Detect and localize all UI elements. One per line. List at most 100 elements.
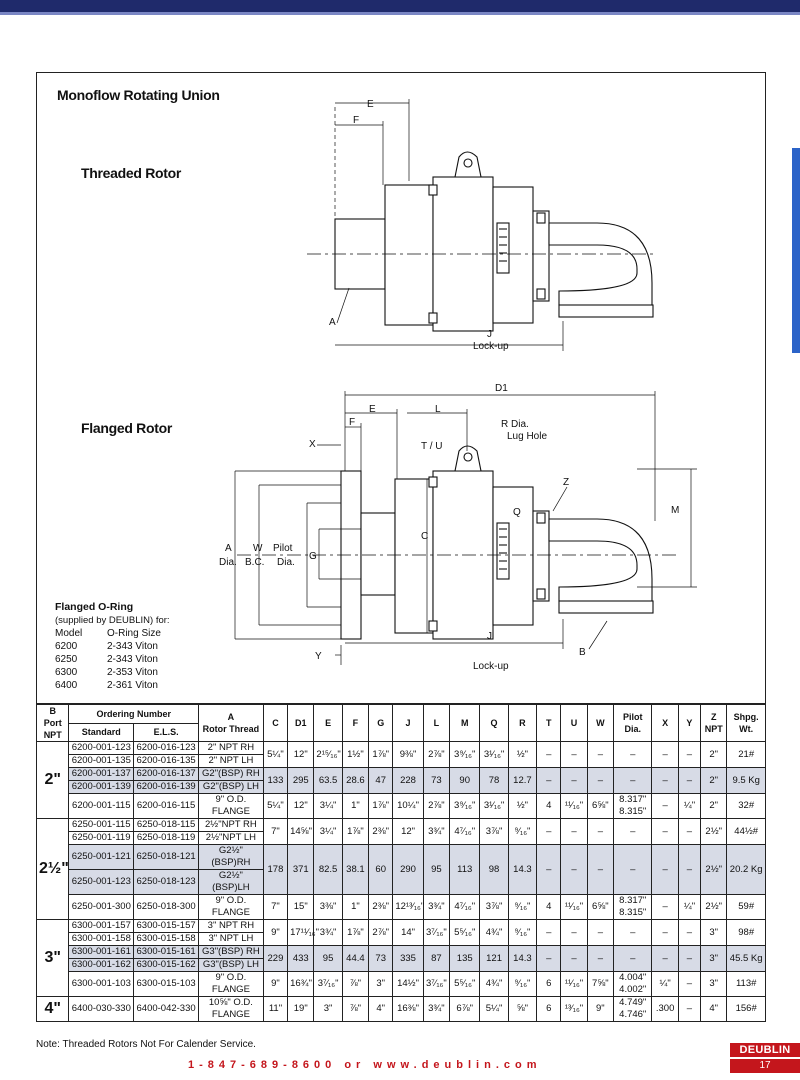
- els-number-cell: 6250-018-115: [133, 818, 199, 832]
- value-cell-r: ⁹⁄₁₆": [507, 818, 538, 845]
- value-cell-y: –: [677, 818, 702, 845]
- value-cell-j: 14": [392, 919, 424, 946]
- value-cell-j: 16⅜": [392, 996, 424, 1022]
- value-cell-d1: 12": [287, 741, 315, 768]
- oring-title: Flanged O-Ring: [55, 601, 134, 613]
- rotor-thread-cell: G2"(BSP) RH: [198, 767, 264, 781]
- dim-F-flanged: F: [349, 417, 355, 428]
- value-cell-m: 6⅞": [449, 996, 481, 1022]
- value-cell-wt: 98#: [726, 919, 766, 946]
- rotor-thread-cell: G3"(BSP) LH: [198, 958, 264, 972]
- dim-W-flanged: W: [253, 543, 263, 554]
- value-cell-e: 63.5: [313, 767, 343, 794]
- value-cell-x: ¼": [651, 971, 679, 997]
- value-cell-wt: 113#: [726, 971, 766, 997]
- col-els: E.L.S.: [133, 722, 199, 742]
- value-cell-x: –: [651, 894, 679, 920]
- value-cell-t: –: [536, 919, 562, 946]
- value-cell-q: 98: [479, 844, 509, 895]
- value-cell-d1: 295: [287, 767, 315, 794]
- value-cell-f: 1⅞": [341, 919, 370, 946]
- value-cell-l: 2⅞": [422, 741, 451, 768]
- value-cell-r: ⁹⁄₁₆": [507, 971, 538, 997]
- standard-number-cell: 6250-001-300: [68, 894, 135, 920]
- value-cell-r: ⅝": [507, 996, 538, 1022]
- standard-number-cell: 6200-001-139: [68, 780, 135, 794]
- value-cell-l: 3⁷⁄₁₆": [422, 919, 451, 946]
- col-w: W: [586, 704, 615, 742]
- value-cell-r: 12.7: [507, 767, 538, 794]
- value-cell-d1: 15": [287, 894, 315, 920]
- oring-header: Model O-Ring Size: [55, 627, 225, 640]
- value-cell-z: 4": [700, 996, 728, 1022]
- value-cell-r: ⁹⁄₁₆": [507, 919, 538, 946]
- value-cell-d1: 16¾": [287, 971, 315, 997]
- footnote: Note: Threaded Rotors Not For Calender S…: [36, 1039, 256, 1050]
- table-subheader-row: Standard E.L.S.: [37, 722, 766, 742]
- els-number-cell: 6300-015-158: [133, 932, 199, 946]
- rotor-thread-cell: 3" NPT LH: [198, 932, 264, 946]
- value-cell-j: 12¹³⁄₁₆": [392, 894, 424, 920]
- rotor-thread-cell: G2½"(BSP)RH: [198, 844, 264, 870]
- value-cell-q: 3⅞": [479, 894, 509, 920]
- els-number-cell: 6400-042-330: [133, 996, 199, 1022]
- oring-model: 6300: [55, 667, 78, 678]
- value-cell-l: 73: [422, 767, 451, 794]
- els-number-cell: 6200-016-123: [133, 741, 199, 755]
- value-cell-wt: 21#: [726, 741, 766, 768]
- flanged-rotor-title: Flanged Rotor: [81, 420, 172, 436]
- rotor-thread-cell: G3"(BSP) RH: [198, 945, 264, 959]
- oring-subtitle: (supplied by DEUBLIN) for:: [55, 615, 170, 626]
- dim-Z-flanged: Z: [563, 477, 569, 488]
- col-x: X: [651, 704, 679, 742]
- value-cell-c: 229: [262, 945, 289, 972]
- flanged-rotor-dimensions: [234, 391, 697, 665]
- value-cell-q: 121: [479, 945, 509, 972]
- standard-number-cell: 6300-001-162: [68, 958, 135, 972]
- rotor-thread-cell: G2"(BSP) LH: [198, 780, 264, 794]
- value-cell-f: 1½": [341, 741, 370, 768]
- value-cell-m: 4⁷⁄₁₆": [449, 818, 481, 845]
- top-header-stripe: [0, 12, 800, 15]
- value-cell-p: –: [612, 818, 653, 845]
- value-cell-g: 60: [368, 844, 394, 895]
- dim-B-flanged: B: [579, 647, 586, 658]
- oring-info: Flanged O-Ring (supplied by DEUBLIN) for…: [55, 601, 225, 692]
- value-cell-g: 1⅞": [368, 741, 394, 768]
- standard-number-cell: 6300-001-157: [68, 919, 135, 933]
- oring-model: 6250: [55, 654, 78, 665]
- value-cell-p: –: [612, 767, 653, 794]
- value-cell-m: 135: [449, 945, 481, 972]
- value-cell-e: 3¼": [313, 793, 343, 819]
- standard-number-cell: 6250-001-123: [68, 869, 135, 895]
- col-q: Q: [479, 704, 509, 742]
- value-cell-r: ⁹⁄₁₆": [507, 894, 538, 920]
- flanged-rotor-elbow-flange: [558, 600, 654, 614]
- col-y: Y: [677, 704, 702, 742]
- value-cell-u: –: [560, 919, 588, 946]
- col-c: C: [262, 704, 289, 742]
- value-cell-m: 4⁷⁄₁₆": [449, 894, 481, 920]
- value-cell-wt: 20.2 Kg: [726, 844, 766, 895]
- value-cell-f: 1": [341, 894, 370, 920]
- value-cell-m: 113: [449, 844, 481, 895]
- standard-number-cell: 6250-001-115: [68, 818, 135, 832]
- standard-number-cell: 6200-001-123: [68, 741, 135, 755]
- value-cell-r: ½": [507, 741, 538, 768]
- value-cell-x: .300: [651, 996, 679, 1022]
- dim-pilot-dia-flanged: Dia.: [277, 557, 295, 568]
- value-cell-c: 5¼": [262, 793, 289, 819]
- value-cell-x: –: [651, 741, 679, 768]
- els-number-cell: 6300-015-162: [133, 958, 199, 972]
- value-cell-p: –: [612, 945, 653, 972]
- rotor-thread-cell: 9" O.D. FLANGE: [198, 971, 264, 997]
